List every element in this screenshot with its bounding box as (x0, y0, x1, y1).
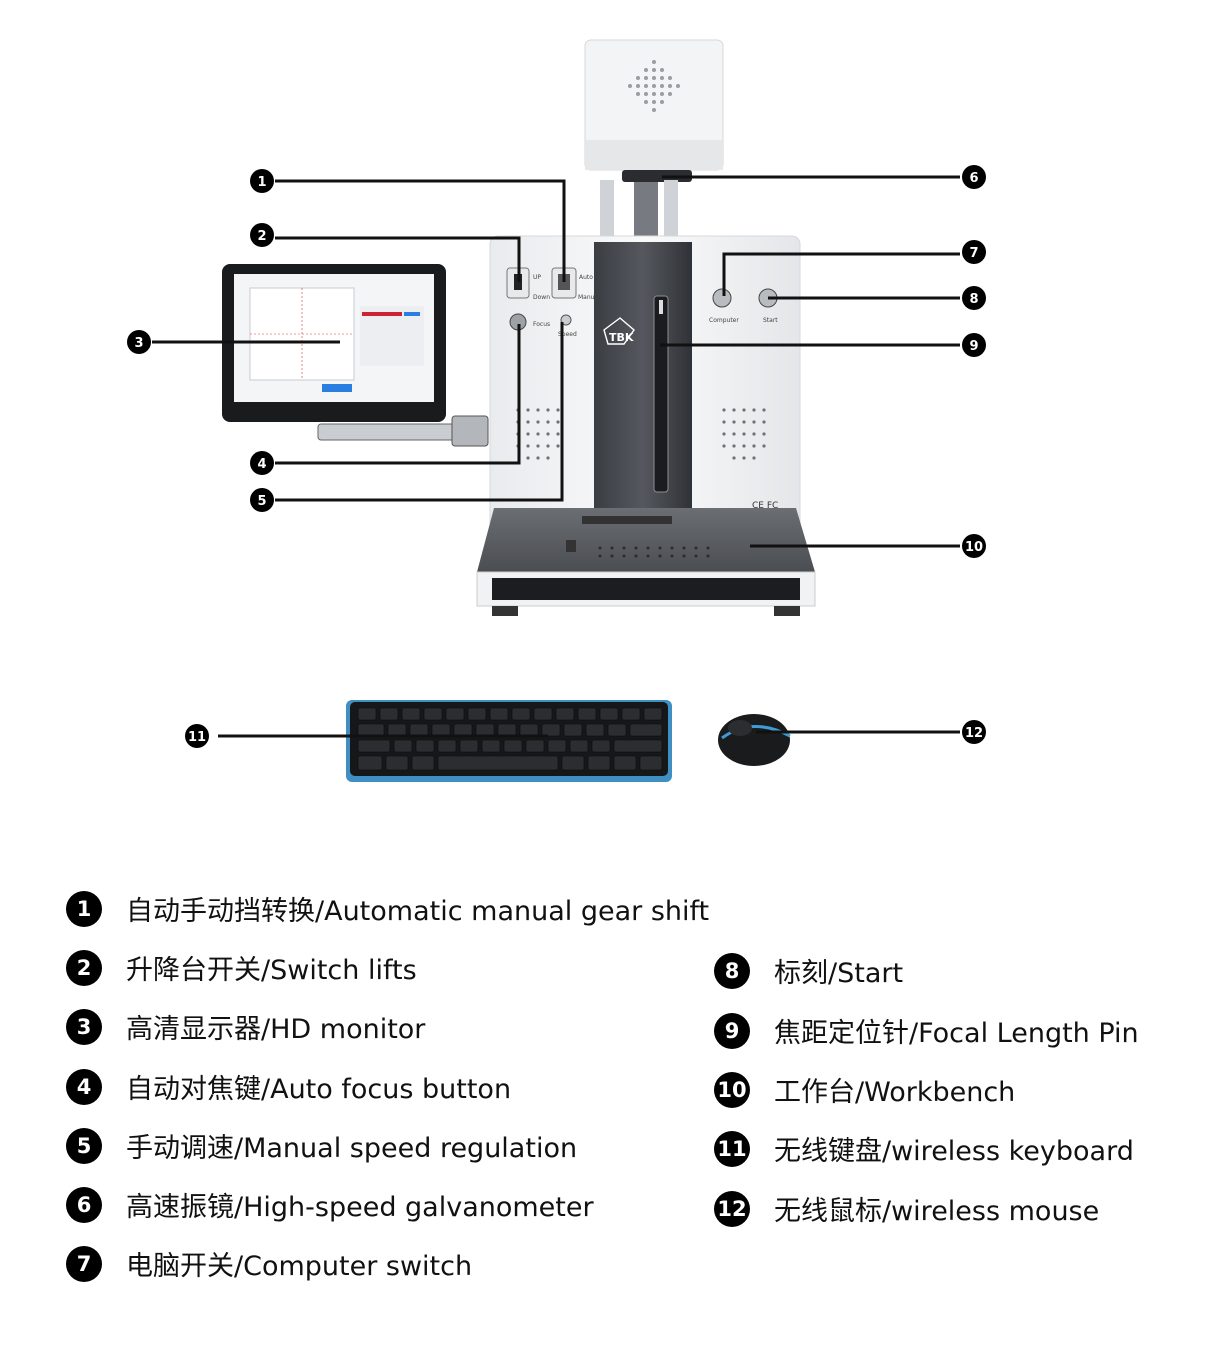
legend-number: 10 (714, 1071, 750, 1108)
leader-lines (152, 175, 960, 738)
callout-3: 3 (127, 330, 151, 354)
label-focus: Focus (533, 321, 550, 328)
label-start: Start (763, 317, 778, 324)
legend-item-2: 2 升降台开关/Switch lifts (66, 948, 417, 987)
svg-text:12: 12 (965, 726, 983, 741)
callout-10: 10 (962, 534, 986, 558)
legend-number: 12 (714, 1190, 750, 1227)
legend-text: 手动调速/Manual speed regulation (126, 1133, 578, 1164)
callout-8: 8 (962, 286, 986, 310)
svg-text:7: 7 (969, 246, 978, 261)
callout-11: 11 (185, 724, 209, 748)
right-speaker-grille (722, 408, 766, 460)
galvanometer-head (584, 39, 724, 242)
vent-pattern (628, 60, 680, 112)
legend-text: 电脑开关/Computer switch (126, 1251, 473, 1282)
legend-item-11: 11 无线键盘/wireless keyboard (714, 1129, 1134, 1168)
brand-logo: TBK (609, 331, 634, 344)
label-speed: Speed (558, 331, 577, 338)
legend-text: 无线键盘/wireless keyboard (774, 1136, 1134, 1167)
wireless-keyboard (346, 700, 672, 782)
machine-diagram: UP Down Auto Manual Focus Speed Computer… (127, 39, 986, 782)
legend-number: 5 (66, 1127, 102, 1164)
callout-2: 2 (250, 223, 274, 247)
svg-text:1: 1 (257, 175, 266, 190)
legend-text: 高速振镜/High-speed galvanometer (126, 1192, 594, 1223)
hd-monitor (222, 264, 489, 447)
legend-item-1: 1 自动手动挡转换/Automatic manual gear shift (66, 889, 709, 928)
legend-text: 标刻/Start (774, 958, 904, 989)
legend-text: 高清显示器/HD monitor (126, 1014, 426, 1045)
label-manual: Manual (578, 294, 600, 301)
legend-number: 2 (66, 949, 102, 986)
callout-4: 4 (250, 451, 274, 475)
legend-text: 工作台/Workbench (774, 1077, 1016, 1108)
cert-marks: CE FC (752, 501, 778, 511)
label-up: UP (533, 274, 541, 281)
legend-text: 升降台开关/Switch lifts (126, 955, 417, 986)
wireless-mouse (718, 714, 791, 766)
callout-1: 1 (250, 169, 274, 193)
label-computer: Computer (709, 317, 739, 324)
legend-item-12: 12 无线鼠标/wireless mouse (714, 1189, 1099, 1228)
svg-text:10: 10 (965, 540, 983, 555)
callout-7: 7 (962, 240, 986, 264)
callout-badges: 1 2 3 4 5 6 7 8 9 10 11 12 (127, 165, 986, 748)
legend-item-4: 4 自动对焦键/Auto focus button (66, 1067, 511, 1106)
legend-number: 3 (66, 1008, 102, 1045)
callout-5: 5 (250, 488, 274, 512)
legend-item-5: 5 手动调速/Manual speed regulation (66, 1126, 577, 1165)
legend-item-8: 8 标刻/Start (714, 951, 903, 990)
legend-text: 自动手动挡转换/Automatic manual gear shift (126, 896, 710, 927)
legend-text: 焦距定位针/Focal Length Pin (774, 1018, 1139, 1049)
legend-number: 11 (714, 1130, 750, 1167)
callout-12: 12 (962, 720, 986, 744)
label-auto: Auto (579, 274, 593, 281)
legend-number: 1 (66, 890, 102, 927)
legend-item-3: 3 高清显示器/HD monitor (66, 1007, 425, 1046)
svg-text:4: 4 (257, 457, 266, 472)
legend-number: 9 (714, 1012, 750, 1049)
svg-text:8: 8 (969, 292, 978, 307)
svg-text:3: 3 (134, 336, 143, 351)
legend-text: 自动对焦键/Auto focus button (126, 1074, 512, 1105)
legend-number: 8 (714, 952, 750, 989)
computer-button (712, 288, 732, 308)
svg-text:2: 2 (257, 229, 266, 244)
legend-item-7: 7 电脑开关/Computer switch (66, 1244, 472, 1283)
lift-column: TBK (594, 242, 692, 512)
legend-item-6: 6 高速振镜/High-speed galvanometer (66, 1185, 594, 1224)
svg-text:5: 5 (257, 494, 266, 509)
svg-text:9: 9 (969, 339, 978, 354)
focal-pin (659, 300, 663, 314)
legend-number: 7 (66, 1245, 102, 1282)
workbench (476, 508, 816, 616)
callout-6: 6 (962, 165, 986, 189)
legend-number: 6 (66, 1186, 102, 1223)
legend-text: 无线鼠标/wireless mouse (774, 1196, 1100, 1227)
svg-text:6: 6 (969, 171, 978, 186)
legend-number: 4 (66, 1068, 102, 1105)
legend-item-10: 10 工作台/Workbench (714, 1070, 1015, 1109)
callout-9: 9 (962, 333, 986, 357)
legend-item-9: 9 焦距定位针/Focal Length Pin (714, 1011, 1139, 1050)
label-down: Down (533, 294, 550, 301)
svg-text:11: 11 (188, 730, 206, 745)
